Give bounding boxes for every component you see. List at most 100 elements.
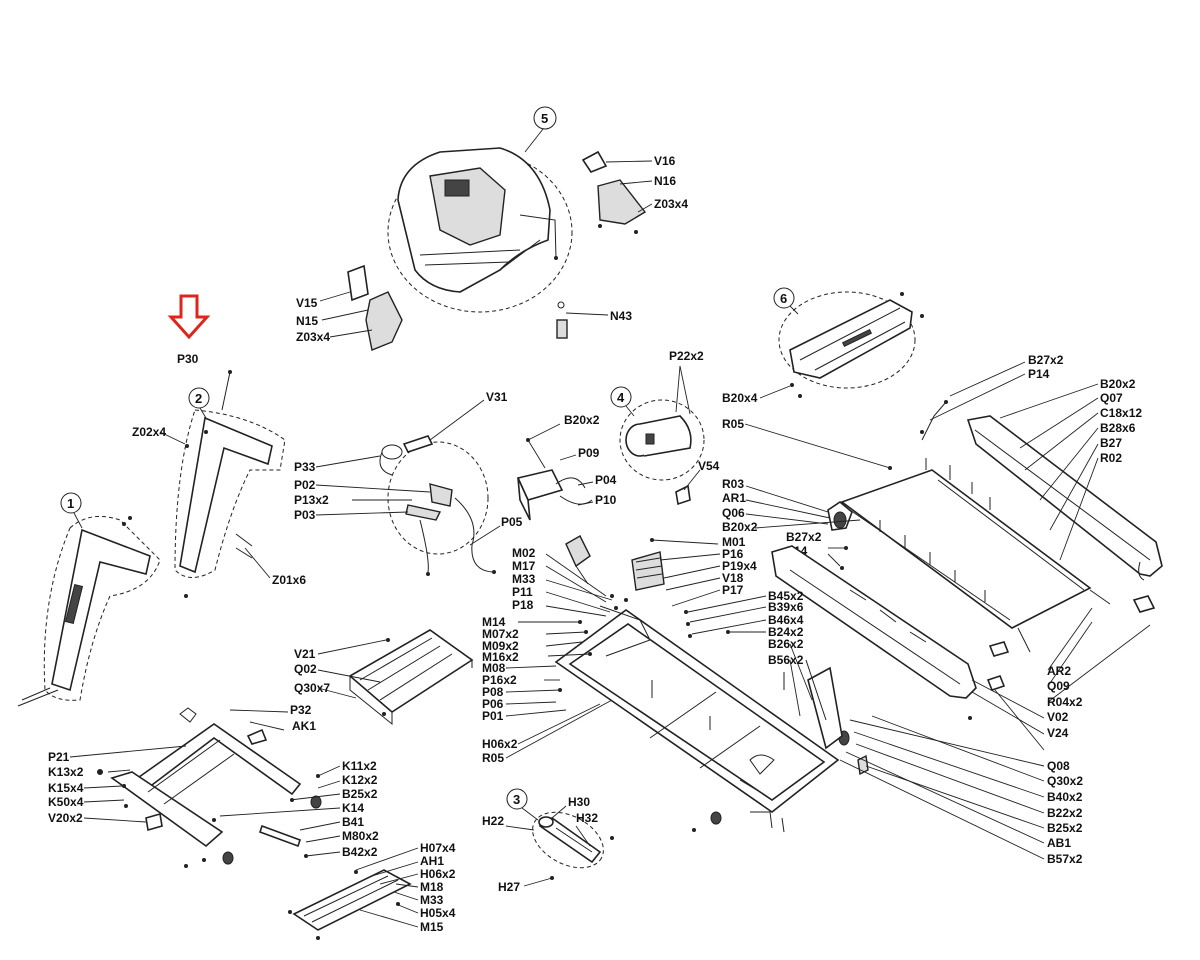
- label-n15: N15: [296, 314, 318, 328]
- label-k11x2: K11x2: [342, 759, 377, 773]
- label-p04: P04: [595, 473, 617, 487]
- label-p10: P10: [595, 493, 617, 507]
- label-b25x2-left: B25x2: [342, 787, 378, 801]
- wiring-group: [315, 399, 501, 576]
- part-n43: [556, 301, 609, 339]
- label-b41: B41: [342, 815, 364, 829]
- label-v20x2: V20x2: [48, 811, 83, 825]
- label-p18: P18: [512, 598, 534, 612]
- label-m17: M17: [512, 559, 536, 573]
- assembly-4-motor: [610, 365, 705, 506]
- lift-frame: [288, 847, 419, 940]
- label-b20x2-right: B20x2: [1100, 377, 1136, 391]
- label-b56x2: B56x2: [768, 653, 804, 667]
- label-b39x6: B39x6: [768, 600, 804, 614]
- assembly-5-console: [387, 106, 573, 313]
- base-frame: [69, 707, 341, 868]
- label-b42x2: B42x2: [342, 845, 378, 859]
- label-p22x2: P22x2: [669, 349, 704, 363]
- label-h30: H30: [568, 795, 590, 809]
- label-v24: V24: [1047, 726, 1069, 740]
- left-side-rail: [771, 545, 1156, 751]
- assembly-number-1: 1: [67, 496, 74, 511]
- label-ar1: AR1: [722, 491, 746, 505]
- label-m08: M08: [482, 661, 506, 675]
- label-b40x2: B40x2: [1047, 790, 1083, 804]
- running-deck: [744, 423, 1111, 653]
- label-p06: P06: [482, 697, 504, 711]
- label-p32: P32: [290, 703, 312, 717]
- frame-fasteners: [651, 595, 813, 730]
- label-b27x2-top: B27x2: [1028, 353, 1064, 367]
- label-m09x2: M09x2: [482, 639, 519, 653]
- label-m01: M01: [722, 535, 746, 549]
- label-p09: P09: [578, 446, 600, 460]
- label-c18x12: C18x12: [1100, 406, 1142, 420]
- assembly-number-2: 2: [195, 391, 202, 406]
- label-v02: V02: [1047, 710, 1069, 724]
- label-p08: P08: [482, 685, 504, 699]
- label-q02: Q02: [294, 662, 317, 676]
- label-r04x2: R04x2: [1047, 695, 1083, 709]
- label-q08: Q08: [1047, 759, 1070, 773]
- label-p01: P01: [482, 709, 504, 723]
- label-h06x2-lift: H06x2: [420, 867, 456, 881]
- label-r03: R03: [722, 477, 744, 491]
- label-b45x2: B45x2: [768, 589, 804, 603]
- assembly-1-left-upright: [17, 492, 161, 707]
- right-side-rail: [920, 361, 1163, 581]
- label-z03x4-left: Z03x4: [296, 330, 330, 344]
- label-z01x6: Z01x6: [272, 573, 306, 587]
- label-b24x2: B24x2: [768, 625, 804, 639]
- assembly-6-motor-cover: [759, 287, 924, 399]
- label-q30x2: Q30x2: [1047, 774, 1083, 788]
- label-v54: V54: [698, 459, 720, 473]
- label-p14-top: P14: [1028, 367, 1050, 381]
- label-ah1: AH1: [420, 854, 444, 868]
- label-v18: V18: [722, 571, 744, 585]
- front-roller: [745, 485, 861, 570]
- label-v31: V31: [486, 390, 508, 404]
- label-p33: P33: [294, 460, 316, 474]
- electronics-module: [516, 423, 594, 521]
- label-h07x4: H07x4: [420, 841, 456, 855]
- label-p05: P05: [501, 515, 523, 529]
- label-q30x7: Q30x7: [294, 681, 330, 695]
- label-v21: V21: [294, 647, 316, 661]
- assembly-number-6: 6: [780, 291, 787, 306]
- label-p21: P21: [48, 750, 70, 764]
- label-h05x4: H05x4: [420, 906, 456, 920]
- label-k12x2: K12x2: [342, 773, 378, 787]
- label-q06: Q06: [722, 506, 745, 520]
- label-z02x4: Z02x4: [132, 425, 166, 439]
- label-b20x2-roller: B20x2: [722, 520, 758, 534]
- label-b22x2: B22x2: [1047, 806, 1083, 820]
- callout-arrow-icon: [167, 294, 211, 340]
- label-ak1: AK1: [292, 719, 316, 733]
- main-frame: [554, 609, 869, 833]
- assembly-2-right-upright: [159, 370, 286, 598]
- label-r05-top: R05: [722, 417, 744, 431]
- label-h27: H27: [498, 880, 520, 894]
- label-h22: H22: [482, 814, 504, 828]
- label-m15: M15: [420, 920, 444, 934]
- label-p11: P11: [512, 585, 533, 599]
- label-b27x2-mid: B27x2: [786, 530, 822, 544]
- label-q09: Q09: [1047, 679, 1070, 693]
- label-n16: N16: [654, 174, 676, 188]
- frame-right-leaders: [839, 715, 1045, 860]
- label-h06x2-frame: H06x2: [482, 737, 518, 751]
- red-down-arrow-icon: [167, 294, 211, 340]
- assembly-number-3: 3: [513, 792, 520, 807]
- label-p16x2: P16x2: [482, 673, 517, 687]
- label-m33-lift: M33: [420, 893, 444, 907]
- label-m14: M14: [482, 615, 506, 629]
- label-p13x2: P13x2: [294, 493, 329, 507]
- label-q07: Q07: [1100, 391, 1123, 405]
- label-n43: N43: [610, 309, 632, 323]
- label-m18: M18: [420, 880, 444, 894]
- label-m16x2: M16x2: [482, 650, 519, 664]
- label-z03x4-right: Z03x4: [654, 197, 688, 211]
- label-p16: P16: [722, 547, 744, 561]
- label-k50x4: K50x4: [48, 795, 84, 809]
